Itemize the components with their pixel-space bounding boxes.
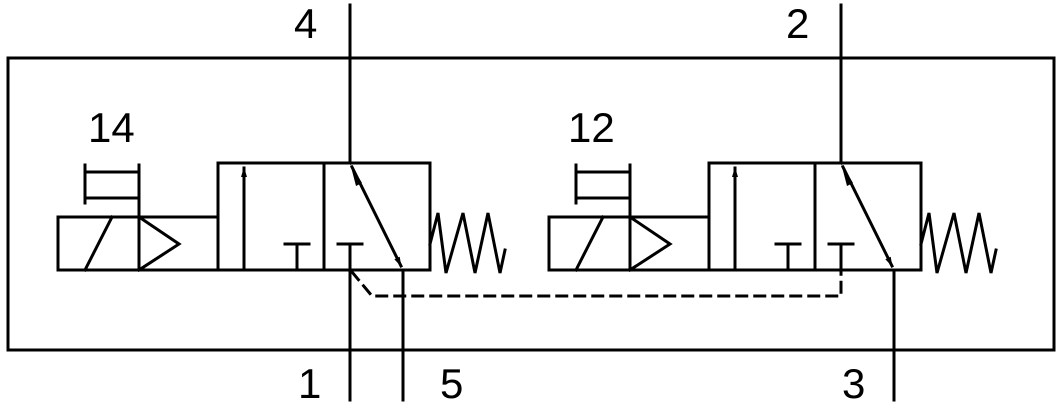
valve-14	[58, 163, 505, 273]
subbase-frame	[6, 56, 1056, 352]
port-2-label: 2	[786, 0, 809, 47]
port-1-label: 1	[298, 360, 321, 405]
pilot-12-label: 12	[568, 104, 615, 151]
port-4-label: 4	[294, 0, 317, 47]
valve-12	[549, 163, 996, 273]
port-3-label: 3	[842, 360, 865, 405]
pilot-supply-line	[349, 269, 843, 298]
pilot-14-label: 14	[88, 104, 135, 151]
port-5-label: 5	[440, 360, 463, 405]
